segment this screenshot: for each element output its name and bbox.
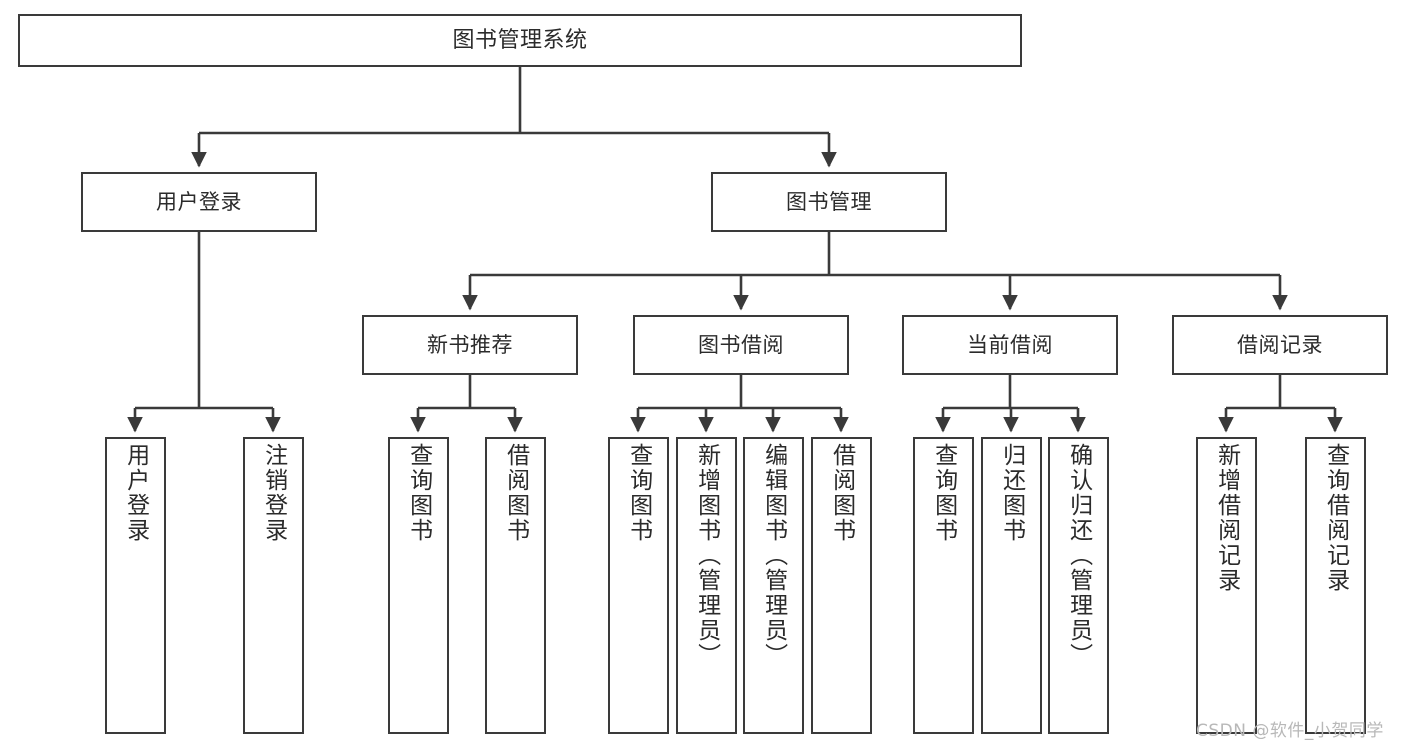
node-label: 新书推荐 [427, 332, 513, 357]
node-label: 查询图书 [405, 443, 432, 543]
node-label: 确认归还（管理员） [1065, 443, 1092, 668]
node-label: 新增图书（管理员） [693, 443, 720, 668]
node-book-borrow[interactable]: 图书借阅 [633, 315, 849, 375]
node-label: 用户登录 [122, 443, 149, 543]
node-book-management[interactable]: 图书管理 [711, 172, 947, 232]
leaf-query-book-current[interactable]: 查询图书 [913, 437, 974, 734]
node-label: 查询图书 [930, 443, 957, 543]
leaf-edit-book-admin[interactable]: 编辑图书（管理员） [743, 437, 804, 734]
node-label: 注销登录 [260, 443, 287, 543]
node-borrow-record[interactable]: 借阅记录 [1172, 315, 1388, 375]
node-label: 编辑图书（管理员） [760, 443, 787, 668]
node-label: 借阅图书 [502, 443, 529, 543]
leaf-confirm-return-admin[interactable]: 确认归还（管理员） [1048, 437, 1109, 734]
leaf-add-borrow-record[interactable]: 新增借阅记录 [1196, 437, 1257, 734]
node-new-book-recommendation[interactable]: 新书推荐 [362, 315, 578, 375]
node-root-system[interactable]: 图书管理系统 [18, 14, 1022, 67]
csdn-watermark: CSDN @软件_小贺同学 [1196, 721, 1384, 741]
leaf-user-login[interactable]: 用户登录 [105, 437, 166, 734]
node-user-login[interactable]: 用户登录 [81, 172, 317, 232]
node-label: 当前借阅 [967, 332, 1053, 357]
leaf-return-book[interactable]: 归还图书 [981, 437, 1042, 734]
node-label: 图书管理 [786, 189, 872, 214]
leaf-query-book-recommendation[interactable]: 查询图书 [388, 437, 449, 734]
leaf-add-book-admin[interactable]: 新增图书（管理员） [676, 437, 737, 734]
node-label: 归还图书 [998, 443, 1025, 543]
node-label: 图书借阅 [698, 332, 784, 357]
node-label: 用户登录 [156, 189, 242, 214]
leaf-query-book[interactable]: 查询图书 [608, 437, 669, 734]
node-label: 图书管理系统 [452, 27, 588, 53]
node-label: 借阅图书 [828, 443, 855, 543]
leaf-borrow-book-recommendation[interactable]: 借阅图书 [485, 437, 546, 734]
node-current-borrow[interactable]: 当前借阅 [902, 315, 1118, 375]
node-label: 查询借阅记录 [1322, 443, 1349, 593]
node-label: 借阅记录 [1237, 332, 1323, 357]
node-label: 查询图书 [625, 443, 652, 543]
node-label: 新增借阅记录 [1213, 443, 1240, 593]
leaf-logout[interactable]: 注销登录 [243, 437, 304, 734]
leaf-query-borrow-record[interactable]: 查询借阅记录 [1305, 437, 1366, 734]
leaf-borrow-book[interactable]: 借阅图书 [811, 437, 872, 734]
